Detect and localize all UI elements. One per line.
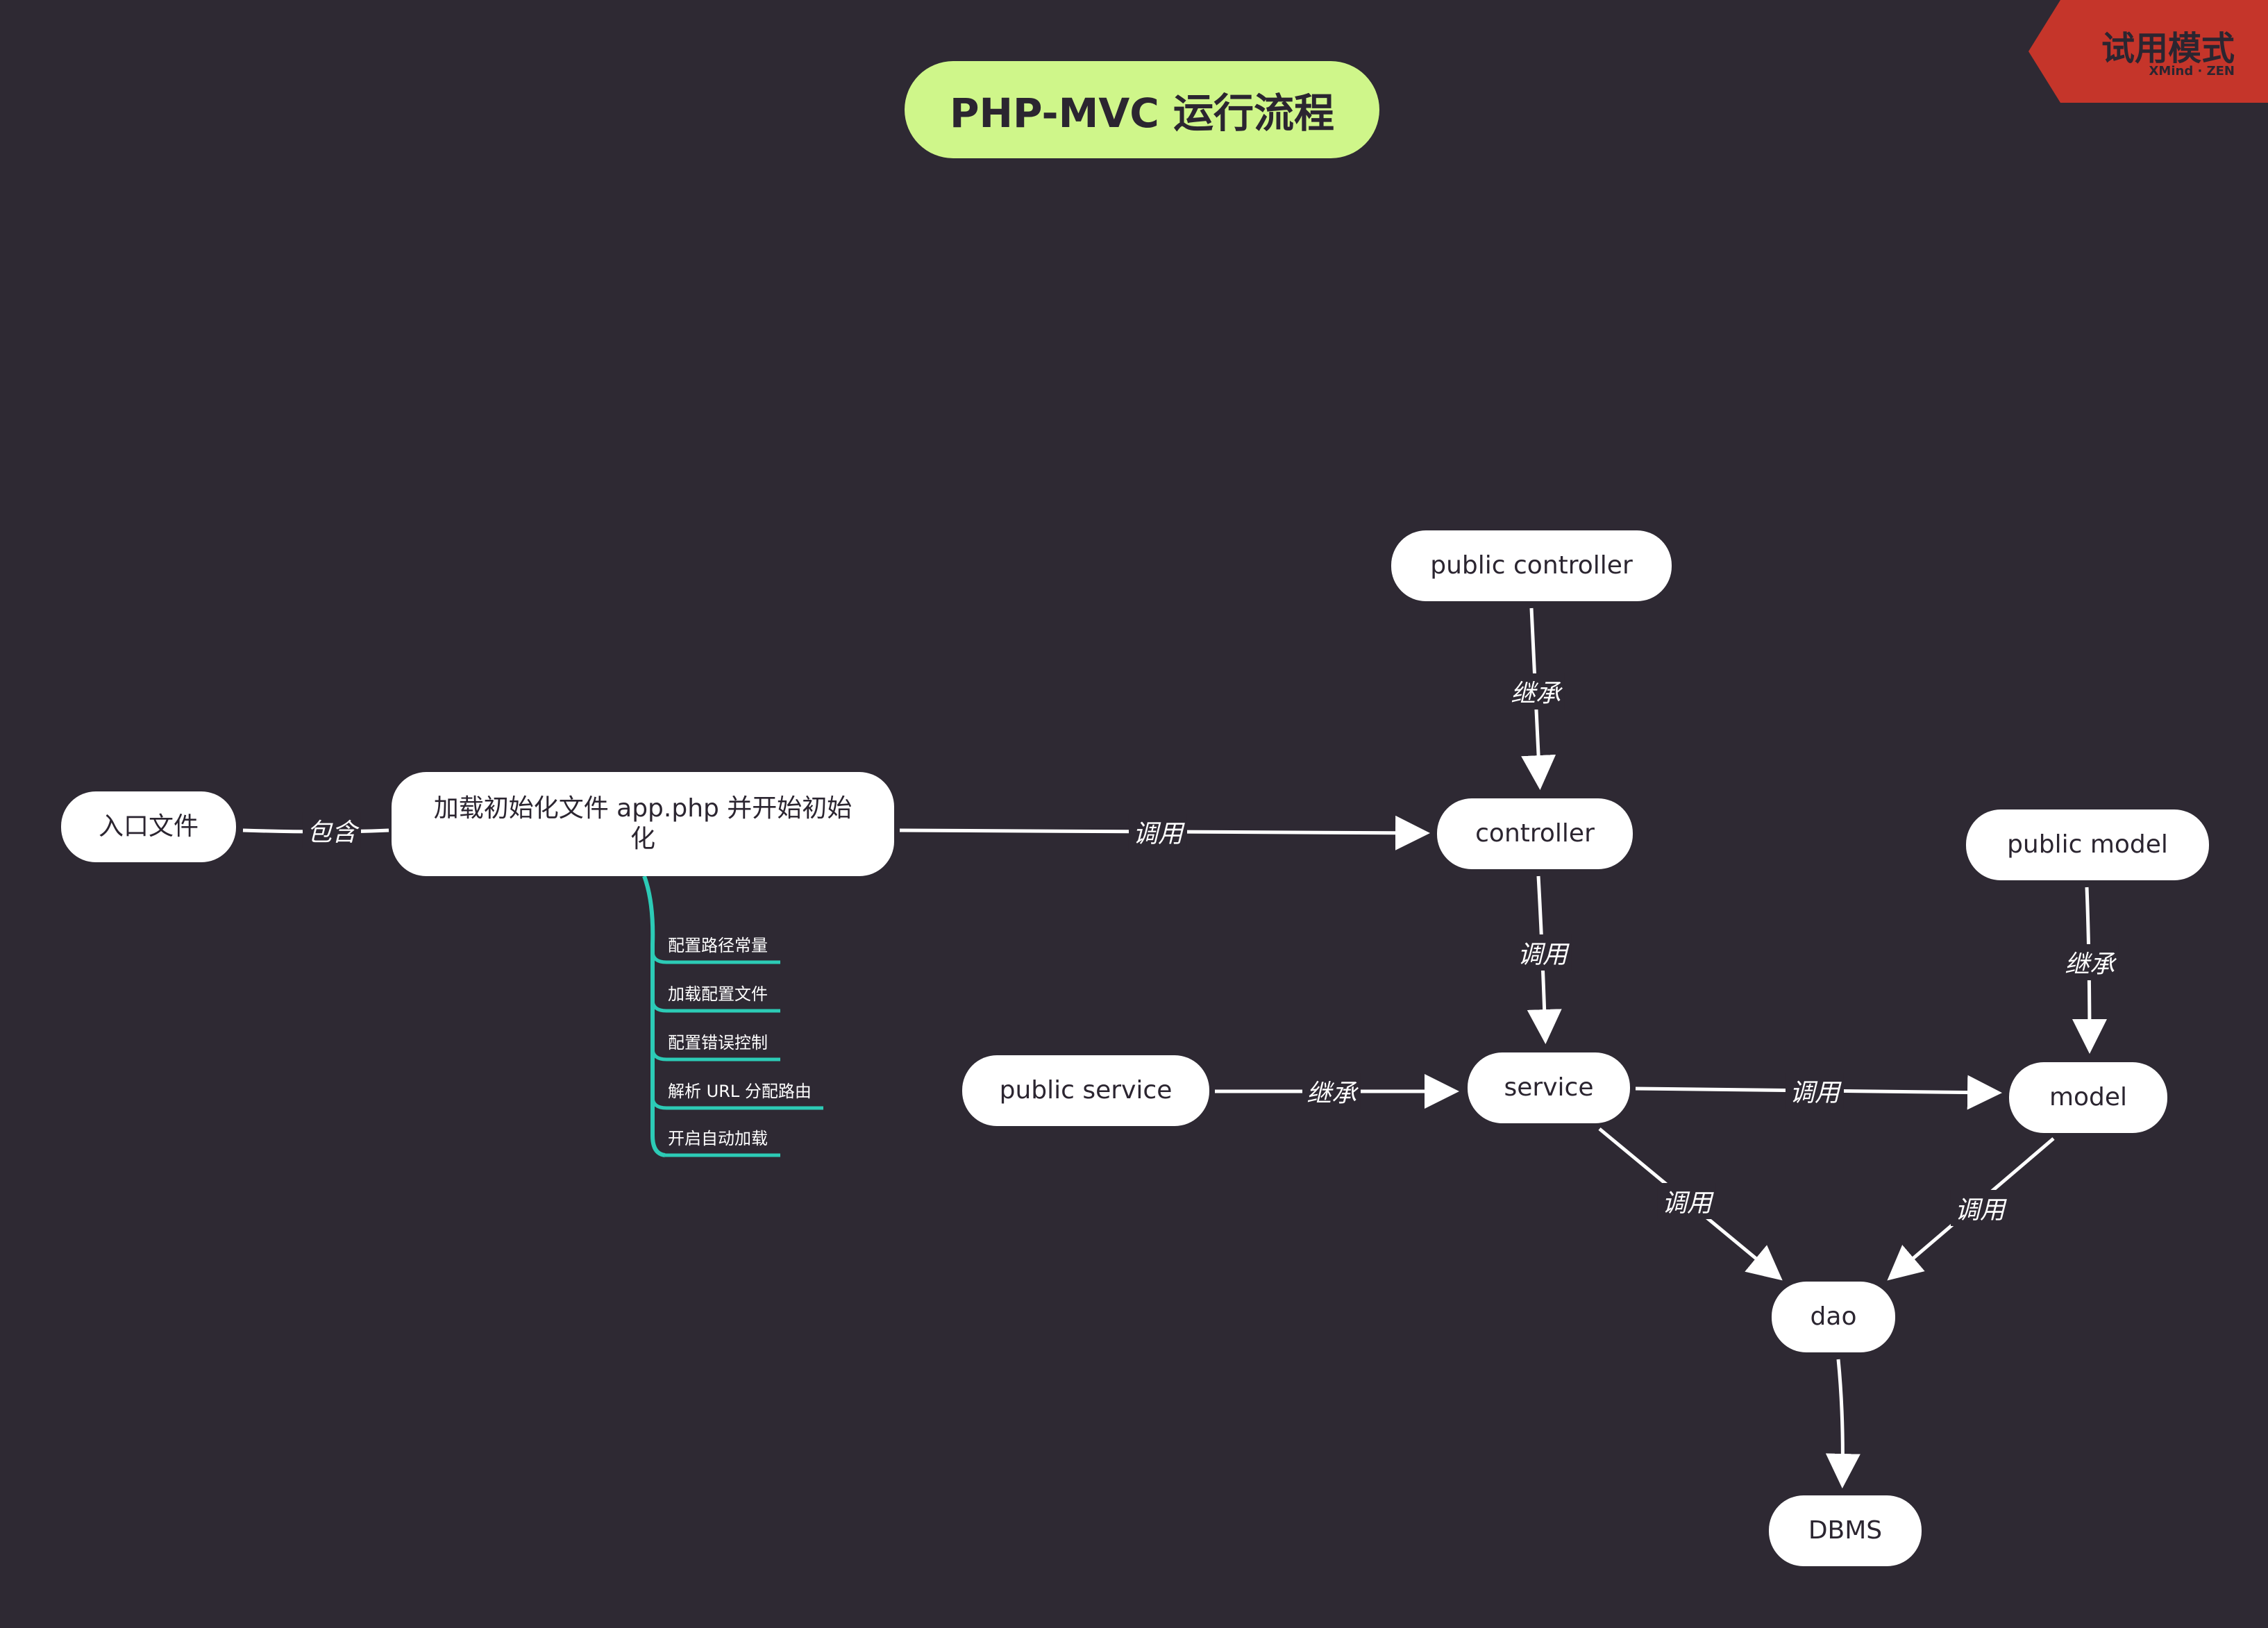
branch-spine	[642, 875, 666, 1157]
node-app[interactable]: 加载初始化文件 app.php 并开始初始化	[392, 772, 894, 876]
node-public-model[interactable]: public model	[1966, 809, 2209, 880]
node-dao[interactable]: dao	[1772, 1282, 1895, 1352]
node-entry[interactable]: 入口文件	[61, 791, 236, 862]
branch-line-1	[650, 950, 780, 964]
label-inherit-controller: 继承	[1506, 673, 1565, 710]
label-call-controller-service: 调用	[1513, 934, 1572, 971]
label-inherit-model: 继承	[2060, 944, 2119, 980]
label-call-model-dao: 调用	[1950, 1190, 2010, 1226]
label-include: 包含	[302, 812, 362, 848]
sub-item-error-control[interactable]: 配置错误控制	[668, 1033, 768, 1052]
node-public-controller[interactable]: public controller	[1391, 530, 1672, 601]
label-call-service-dao: 调用	[1657, 1183, 1717, 1219]
label-call-service-model: 调用	[1785, 1073, 1845, 1109]
node-dbms[interactable]: DBMS	[1769, 1495, 1922, 1566]
trial-brand: XMind · ZEN	[2149, 64, 2235, 78]
branch-line-2	[650, 999, 780, 1013]
node-public-service[interactable]: public service	[962, 1055, 1209, 1126]
label-inherit-service: 继承	[1302, 1073, 1361, 1109]
trial-badge[interactable]: 试用模式 XMind · ZEN	[2028, 0, 2268, 103]
node-service[interactable]: service	[1468, 1052, 1630, 1123]
node-controller[interactable]: controller	[1437, 798, 1633, 869]
trial-label: 试用模式	[2101, 29, 2235, 68]
node-model[interactable]: model	[2009, 1062, 2167, 1133]
sub-item-autoload[interactable]: 开启自动加载	[668, 1129, 768, 1148]
sub-item-parse-url[interactable]: 解析 URL 分配路由	[668, 1082, 812, 1101]
sub-item-path-constants[interactable]: 配置路径常量	[668, 936, 768, 955]
branch-line-4	[650, 1096, 823, 1110]
trial-badge-shape	[2028, 0, 2268, 103]
label-call-app-controller: 调用	[1128, 814, 1188, 850]
diagram-title[interactable]: PHP-MVC 运行流程	[905, 61, 1379, 158]
branch-line-3	[650, 1048, 780, 1061]
edge-dao-dbms	[1825, 1359, 1860, 1488]
sub-item-load-config[interactable]: 加载配置文件	[668, 984, 768, 1004]
